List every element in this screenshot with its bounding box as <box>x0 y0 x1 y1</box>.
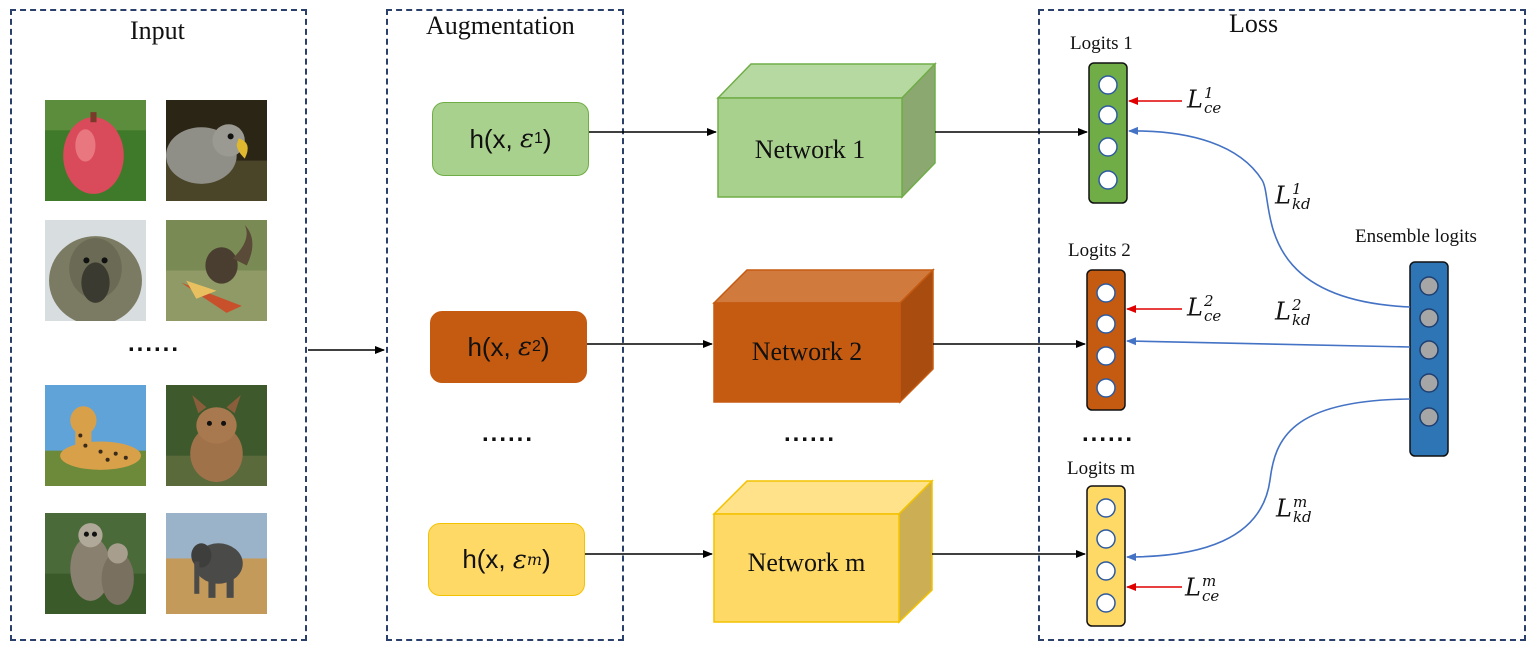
logits-2-column <box>1086 269 1126 411</box>
kd-2-base: L <box>1275 297 1291 326</box>
ce-2-base: L <box>1187 293 1203 322</box>
network-m-cube <box>712 479 934 624</box>
loss-panel-title: Loss <box>1229 9 1279 38</box>
logits-1-title: Logits 1 <box>1070 33 1133 54</box>
input-image-baboon <box>45 220 146 321</box>
kd-m-sub: kd <box>1292 508 1312 526</box>
ce-m-sub: ce <box>1201 587 1220 605</box>
input-image-elephant <box>166 513 267 614</box>
input-image-terrier <box>166 385 267 486</box>
kd-m-sup: m <box>1292 493 1308 511</box>
network-1-cube <box>716 62 937 199</box>
aug-m-suffix: ) <box>542 544 551 574</box>
ce-m-sup: m <box>1201 572 1217 590</box>
network-m-label: Network m <box>747 548 866 577</box>
input-image-parrot <box>166 100 267 201</box>
kd-m-base: L <box>1276 494 1292 523</box>
network-2-cube <box>712 268 935 404</box>
ce-2-sub: ce <box>1203 307 1222 325</box>
aug-2-epsilon: ε <box>518 332 532 362</box>
aug-1-suffix: ) <box>542 123 552 154</box>
ensemble-logits-column <box>1409 261 1449 457</box>
input-image-cheetah <box>45 385 146 486</box>
augmentation-panel <box>386 9 624 641</box>
aug-1-subscript: 1 <box>533 130 543 147</box>
ce-2-sup: 2 <box>1203 292 1214 310</box>
input-image-squirrel <box>166 220 267 321</box>
kdm-arrow <box>1126 398 1411 561</box>
network-ellipsis: ...... <box>784 420 837 447</box>
kd1-arrow <box>1128 126 1411 308</box>
logits-m-title: Logits m <box>1067 458 1136 479</box>
ce-1-base: L <box>1187 85 1203 114</box>
aug-2-suffix: ) <box>540 331 550 362</box>
kd-1-sup: 1 <box>1291 180 1302 198</box>
ce-1-sup: 1 <box>1203 84 1214 102</box>
kd-2-sup: 2 <box>1291 296 1302 314</box>
aug-m-prefix: h(x, <box>462 544 513 574</box>
augmentation-ellipsis: ...... <box>482 420 535 447</box>
input-panel <box>10 9 307 641</box>
logits-m-column <box>1086 485 1126 627</box>
ce-1-sub: ce <box>1203 99 1222 117</box>
kd-1-base: L <box>1275 181 1291 210</box>
kd2-arrow <box>1126 337 1411 348</box>
network-2-label: Network 2 <box>751 337 863 366</box>
input-ellipsis: ...... <box>128 330 181 357</box>
ensemble-logits-title: Ensemble logits <box>1355 226 1477 247</box>
logits-2-title: Logits 2 <box>1068 240 1131 261</box>
aug-1-epsilon: ε <box>520 124 534 154</box>
network-1-label: Network 1 <box>754 135 866 164</box>
aug-m-epsilon: ε <box>512 544 527 575</box>
loss-panel <box>1038 9 1526 641</box>
aug-2-subscript: 2 <box>531 338 541 355</box>
aug-m-subscript: m <box>526 550 543 569</box>
kd-1-sub: kd <box>1291 195 1311 213</box>
logits-ellipsis: ...... <box>1082 420 1135 447</box>
kd-2-sub: kd <box>1291 311 1311 329</box>
aug-2-prefix: h(x, <box>467 331 519 362</box>
ce-m-base: L <box>1185 573 1201 602</box>
augmentation-panel-title: Augmentation <box>426 11 575 40</box>
logits-1-column <box>1088 62 1128 204</box>
aug-1-prefix: h(x, <box>469 123 521 154</box>
input-image-lemurs <box>45 513 146 614</box>
input-image-pomegranate <box>45 100 146 201</box>
input-panel-title: Input <box>130 16 185 45</box>
